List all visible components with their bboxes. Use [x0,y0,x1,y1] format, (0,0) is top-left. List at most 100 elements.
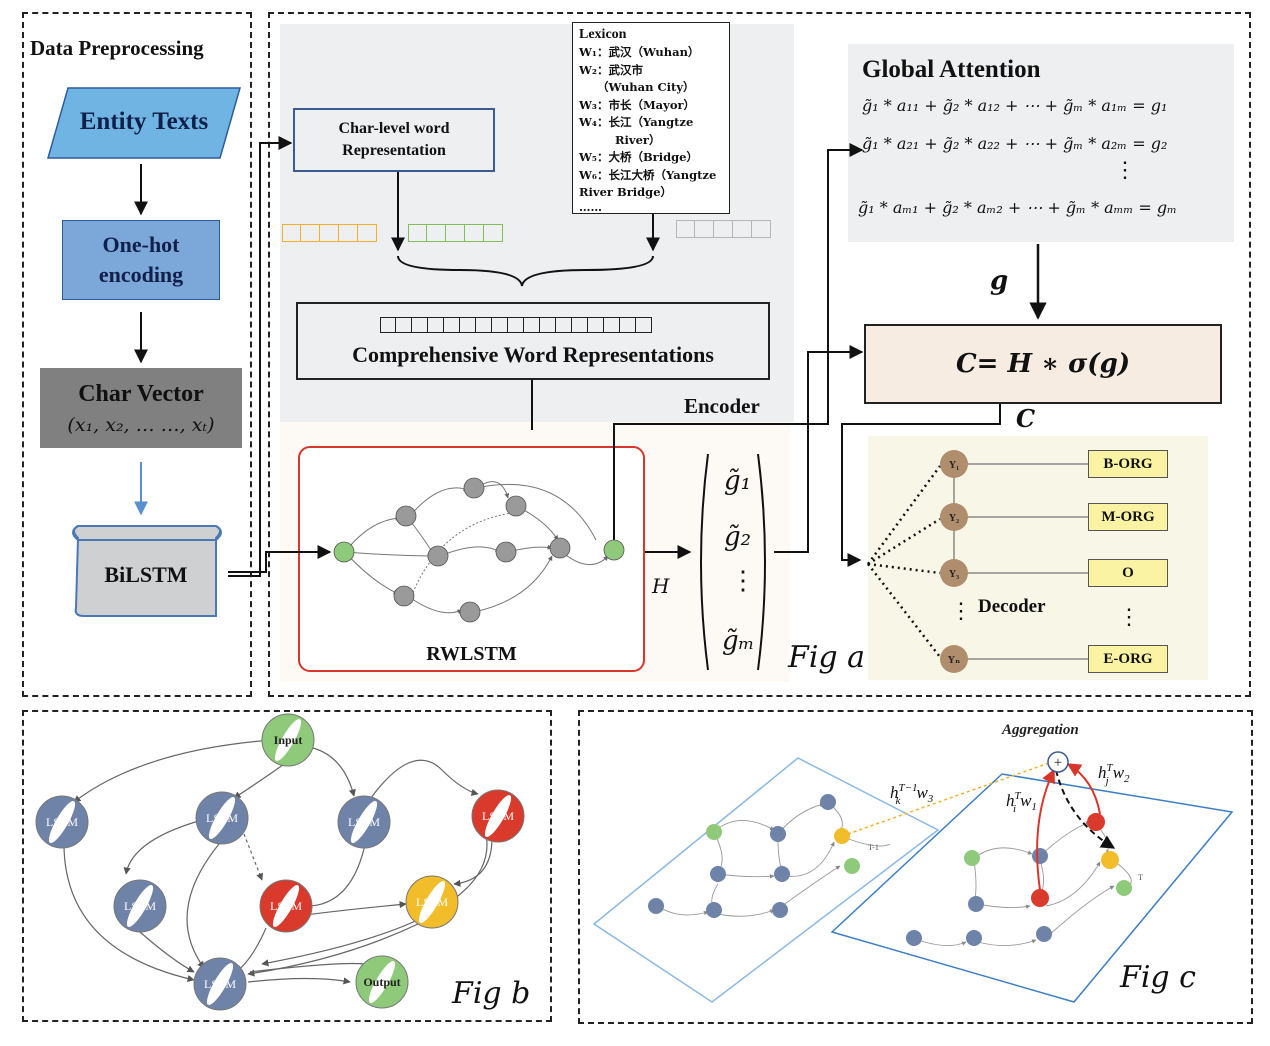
fig-b-lstm-label: LSTM [46,815,78,829]
g-vector-entry: g̃₁ [724,466,752,496]
fig-a-label: Fig a [788,640,866,675]
c-arrow-label: C [1016,404,1036,433]
onehot-line2: encoding [98,262,184,287]
g-vector-entry: ⋮ [730,566,756,596]
preprocessing-frame [22,12,252,697]
fig-b-output-label: Output [363,975,400,989]
global-attention-title: Global Attention [862,56,1041,83]
char-level-line2: Representation [342,142,446,159]
attention-equation: g̃₁ * a₁₁ + g̃₂ * a₁₂ + ⋯ + g̃ₘ * a₁ₘ = … [862,96,1168,115]
lexicon-entry: W₄：长江（Yangtze [579,115,694,129]
lexicon-title: Lexicon [579,27,627,42]
fig-b-input-node [261,713,315,767]
fig-b-lstm-yellow-node [405,875,459,929]
green-vector [408,224,503,242]
lexicon-box: Lexicon W₁：武汉（Wuhan） W₂：武汉市 （Wuhan City）… [572,22,730,214]
g-vector-entry: g̃ₘ [722,626,755,656]
fig-a-arrows [134,136,1047,623]
lexicon-entry: W₆：长江大桥（Yangtze [579,167,717,182]
fig-b-lstm-node [195,791,249,845]
fig-b-frame [22,710,552,1022]
preprocessing-title: Data Preprocessing [30,36,204,60]
tag-vdots: ⋮ [1118,604,1140,629]
g-vector-brackets [700,453,766,671]
fig-b-lstm-label: LSTM [124,899,156,913]
decoder-label: Decoder [978,596,1046,617]
decoder-node: Y₁ [949,460,959,471]
lexicon-entry: W₃：市长（Mayor） [579,97,696,112]
fig-b-lstm-node [35,795,89,849]
fig-c-label: Fig c [1120,960,1196,995]
fig-b-lstm-label: LSTM [270,899,302,913]
g-arrow-label: g [990,266,1009,296]
tag-o: O [1088,559,1168,587]
c-formula: C= H ∗ σ(g) [955,349,1131,379]
char-level-line1: Char-level word [338,120,450,137]
aggregation-plus: + [1054,755,1062,771]
comprehensive-box: Comprehensive Word Representations [296,302,770,380]
entity-texts-shape [47,87,241,159]
fig-b-lstm-node [113,879,167,933]
onehot-line1: One-hot [102,232,180,257]
global-attention-panel [848,44,1234,242]
fig-b-lstm-node [193,957,247,1011]
bilstm-scroll-shape [72,525,222,617]
lexicon-entry: …… [579,199,602,214]
fig-b-label: Fig b [452,976,531,1011]
tag-m-org: M-ORG [1088,503,1168,531]
lexicon-entry: W₅：大桥（Bridge） [579,150,698,164]
char-vector-title: Char Vector [78,380,204,407]
fig-b-graph: Input LSTM LSTM LSTM LSTM LSTM LSTM LSTM… [35,713,525,1011]
decoder-diagram: Y₁ Y₂ Y₃ Yₙ ⋮ ⋮ [866,450,1140,673]
fig-b-input-label: Input [274,733,303,747]
onehot-box: One-hot encoding [62,220,220,300]
attention-equation: g̃₁ * a₂₁ + g̃₂ * a₂₂ + ⋯ + g̃ₘ * a₂ₘ = … [862,134,1168,153]
tag-b-org: B-ORG [1088,450,1168,478]
fig-c-frame [578,710,1253,1024]
bilstm-label: BiLSTM [104,562,188,587]
char-vector-box: Char Vector (x₁, x₂, … …, xₜ) [40,368,242,448]
fig-b-lstm-red-node [471,789,525,843]
attention-dots: ⋮ [1114,158,1136,183]
orange-vector [282,224,377,242]
lexicon-entry: （Wuhan City） [597,80,695,94]
grey-vector [676,220,771,238]
g-vector-entry: g̃₂ [724,522,752,552]
decoder-node: Yₙ [948,655,960,666]
attention-equation: g̃₁ * aₘ₁ + g̃₂ * aₘ₂ + ⋯ + g̃ₘ * aₘₘ = … [858,198,1177,217]
decoder-vdots: ⋮ [950,598,972,623]
lexicon-entry: River Bridge） [579,185,673,199]
h-label: H [652,574,670,598]
fig-b-lstm-label: LSTM [204,977,236,991]
entity-texts-label: Entity Texts [79,108,209,135]
long-vector [380,317,652,333]
decoder-node: Y₂ [949,513,959,524]
char-level-box: Char-level word Representation [293,108,495,172]
layer-label-t: T [1138,873,1143,882]
lexicon-entry: W₂：武汉市 [579,62,643,77]
decoder-node: Y₃ [949,569,959,580]
fig-b-lstm-red-node [259,879,313,933]
aggregation-label: Aggregation [1001,722,1079,738]
rwlstm-label: RWLSTM [426,643,517,665]
fig-b-output-node [355,955,409,1009]
tag-e-org: E-ORG [1088,645,1168,673]
lexicon-entry: River） [615,132,661,147]
rwlstm-nodes [333,477,625,623]
fig-b-lstm-label: LSTM [206,811,238,825]
fig-b-lstm-label: LSTM [416,895,448,909]
fig-c-t-nodes [906,813,1132,946]
c-formula-box: C= H ∗ σ(g) [864,324,1222,404]
lexicon-entry: W₁：武汉（Wuhan） [579,45,700,59]
layer-label-t1: T-1 [868,843,879,852]
comprehensive-label: Comprehensive Word Representations [352,342,714,367]
fig-c-t1-nodes [648,794,860,918]
char-vector-formula: (x₁, x₂, … …, xₜ) [67,413,215,436]
fig-b-lstm-node [337,795,391,849]
fig-b-lstm-label: LSTM [482,809,514,823]
fig-b-lstm-label: LSTM [348,815,380,829]
